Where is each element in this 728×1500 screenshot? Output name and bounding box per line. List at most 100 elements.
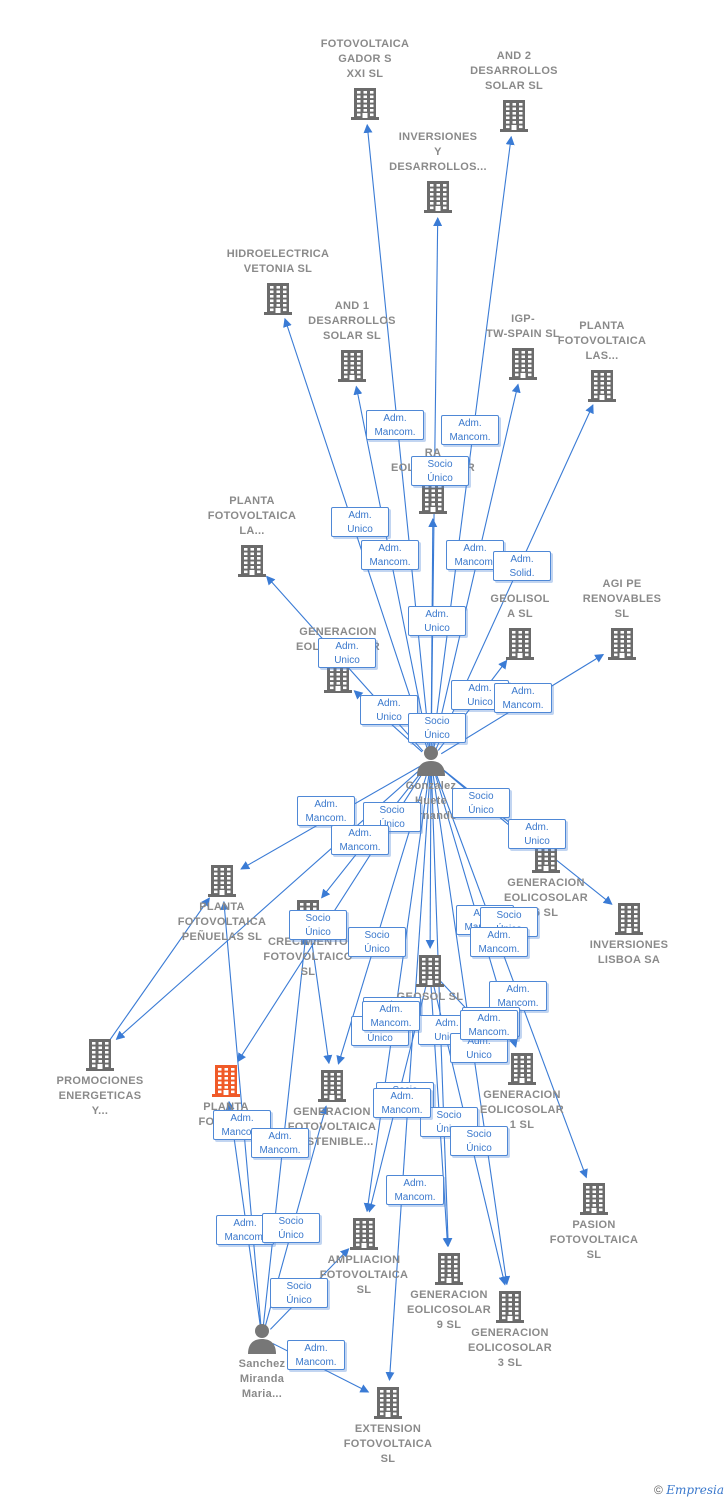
building-icon — [223, 281, 333, 315]
edge-role-label[interactable]: Socio Único — [452, 788, 510, 818]
building-icon — [383, 179, 493, 213]
company-node-n21[interactable]: GENERACION EOLICOSOLAR 1 SL — [467, 1051, 577, 1133]
edge-role-label[interactable]: Adm. Mancom. — [361, 540, 419, 570]
company-node-n22[interactable]: PASION FOTOVOLTAICA SL — [539, 1181, 649, 1263]
edge-p1-n22 — [434, 771, 588, 1179]
building-icon — [378, 480, 488, 514]
edge-role-label[interactable]: Adm. Mancom. — [373, 1088, 431, 1118]
edge-p1-n23 — [363, 771, 430, 1213]
node-label: PLANTA FOTOVOLTAICA LAS... — [557, 320, 647, 362]
person-node-p2[interactable]: Sanchez Miranda Maria... — [207, 1322, 317, 1402]
company-node-n4[interactable]: HIDROELECTRICA VETONIA SL — [223, 247, 333, 315]
company-node-n6[interactable]: IGP- TW-SPAIN SL — [468, 312, 578, 380]
edge-role-label[interactable]: Socio Único — [348, 927, 406, 957]
building-icon — [468, 346, 578, 380]
edge-role-label[interactable]: Socio Único — [270, 1278, 328, 1308]
building-icon — [167, 863, 277, 897]
building-icon — [375, 953, 485, 987]
brand-logo-text[interactable]: Empresia — [666, 1483, 724, 1497]
edge-role-label[interactable]: Adm. Mancom. — [386, 1175, 444, 1205]
edge-role-label[interactable]: Adm. Mancom. — [494, 683, 552, 713]
building-icon — [333, 1385, 443, 1419]
company-node-n15[interactable]: PLANTA FOTOVOLTAICA PEÑUELAS SL — [167, 863, 277, 945]
node-label: GENERACION EOLICOSOLAR 9 SL — [407, 1289, 491, 1331]
company-node-n2[interactable]: AND 2 DESARROLLOS SOLAR SL — [459, 49, 569, 132]
node-label: AND 2 DESARROLLOS SOLAR SL — [470, 50, 558, 92]
edge-p1-n17 — [425, 771, 435, 950]
edge-n16-n20 — [309, 926, 333, 1065]
building-icon — [197, 543, 307, 577]
node-label: PLANTA FOTOVOLTAICA PEÑUELAS SL — [177, 901, 267, 943]
node-label: IGP- TW-SPAIN SL — [486, 313, 560, 340]
node-label: CRECIMIENTO FOTOVOLTAICO SL — [263, 936, 353, 978]
company-node-n26[interactable]: EXTENSION FOTOVOLTAICA SL — [333, 1385, 443, 1467]
edge-role-label[interactable]: Adm. Unico — [508, 819, 566, 849]
company-node-n5[interactable]: AND 1 DESARROLLOS SOLAR SL — [297, 299, 407, 382]
edge-role-label[interactable]: Socio Único — [262, 1213, 320, 1243]
company-node-n23[interactable]: AMPLIACION FOTOVOLTAICA SL — [309, 1216, 419, 1298]
edge-role-label[interactable]: Adm. Mancom. — [362, 1001, 420, 1031]
edge-role-label[interactable]: Adm. Unico — [318, 638, 376, 668]
node-label: PROMOCIONES ENERGETICAS Y... — [56, 1075, 144, 1117]
company-node-n14[interactable]: INVERSIONES LISBOA SA — [574, 901, 684, 968]
edge-p1-n26 — [385, 771, 431, 1382]
edge-role-label[interactable]: Socio Único — [408, 713, 466, 743]
company-node-n9[interactable]: PLANTA FOTOVOLTAICA LA... — [197, 494, 307, 577]
edge-role-label[interactable]: Adm. Mancom. — [441, 415, 499, 445]
company-node-n13[interactable]: GENERACION EOLICOSOLAR 5 SL — [491, 839, 601, 921]
node-label: GEOLISOL A SL — [490, 593, 550, 620]
company-node-n10[interactable]: GEOLISOL A SL — [465, 592, 575, 660]
company-node-n18[interactable]: PROMOCIONES ENERGETICAS Y... — [45, 1037, 155, 1119]
edge-role-label[interactable]: Adm. Mancom. — [297, 796, 355, 826]
company-node-n20[interactable]: GENERACION FOTOVOLTAICA SOSTENIBLE... — [277, 1068, 387, 1150]
edge-role-label[interactable]: Socio Único — [289, 910, 347, 940]
building-icon — [310, 86, 420, 120]
building-icon — [455, 1289, 565, 1323]
edge-role-label[interactable]: Adm. Solid. — [493, 551, 551, 581]
building-icon — [547, 368, 657, 402]
building-icon — [539, 1181, 649, 1215]
node-label: GENERACION FOTOVOLTAICA SOSTENIBLE... — [287, 1106, 377, 1148]
node-label: AMPLIACION FOTOVOLTAICA SL — [319, 1254, 409, 1296]
company-node-n3[interactable]: INVERSIONES Y DESARROLLOS... — [383, 130, 493, 213]
company-node-n25[interactable]: GENERACION EOLICOSOLAR 3 SL — [455, 1289, 565, 1371]
building-icon — [567, 626, 677, 660]
building-icon — [467, 1051, 577, 1085]
building-icon — [459, 98, 569, 132]
company-node-n24[interactable]: GENERACION EOLICOSOLAR 9 SL — [394, 1251, 504, 1333]
edge-role-label[interactable]: Adm. Mancom. — [470, 927, 528, 957]
company-node-n11[interactable]: AGI PE RENOVABLES SL — [567, 577, 677, 660]
edge-role-label[interactable]: Adm. Mancom. — [460, 1010, 518, 1040]
building-icon — [283, 659, 393, 693]
edge-role-label[interactable]: Socio Único — [450, 1126, 508, 1156]
copyright-symbol: © — [654, 1483, 663, 1497]
edge-role-label[interactable]: Adm. Mancom. — [251, 1128, 309, 1158]
node-label: GENERACION EOLICOSOLAR 3 SL — [468, 1327, 552, 1369]
building-icon — [574, 901, 684, 935]
company-node-n7[interactable]: PLANTA FOTOVOLTAICA LAS... — [547, 319, 657, 402]
node-label: AND 1 DESARROLLOS SOLAR SL — [308, 300, 396, 342]
edge-role-label[interactable]: Adm. Mancom. — [366, 410, 424, 440]
node-label: EXTENSION FOTOVOLTAICA SL — [343, 1423, 433, 1465]
node-label: PASION FOTOVOLTAICA SL — [549, 1219, 639, 1261]
node-label: AGI PE RENOVABLES SL — [582, 578, 662, 620]
node-label: Sanchez Miranda Maria... — [238, 1358, 286, 1400]
company-node-n1[interactable]: FOTOVOLTAICA GADOR S XXI SL — [310, 37, 420, 120]
edge-role-label[interactable]: Adm. Unico — [331, 507, 389, 537]
edge-role-label[interactable]: Adm. Mancom. — [489, 981, 547, 1011]
edge-role-label[interactable]: Adm. Mancom. — [331, 825, 389, 855]
edge-role-label[interactable]: Adm. Unico — [408, 606, 466, 636]
edge-role-label[interactable]: Socio Único — [411, 456, 469, 486]
node-label: INVERSIONES Y DESARROLLOS... — [389, 131, 487, 173]
person-icon — [376, 744, 486, 776]
building-icon — [45, 1037, 155, 1071]
footer: © Empresia — [654, 1483, 724, 1497]
person-icon — [207, 1322, 317, 1354]
building-icon — [465, 626, 575, 660]
node-label: FOTOVOLTAICA GADOR S XXI SL — [320, 38, 410, 80]
building-icon — [171, 1063, 281, 1097]
edge-role-label[interactable]: Adm. Mancom. — [287, 1340, 345, 1370]
node-label: HIDROELECTRICA VETONIA SL — [226, 248, 330, 275]
building-icon — [297, 348, 407, 382]
node-label: PLANTA FOTOVOLTAICA LA... — [207, 495, 297, 537]
